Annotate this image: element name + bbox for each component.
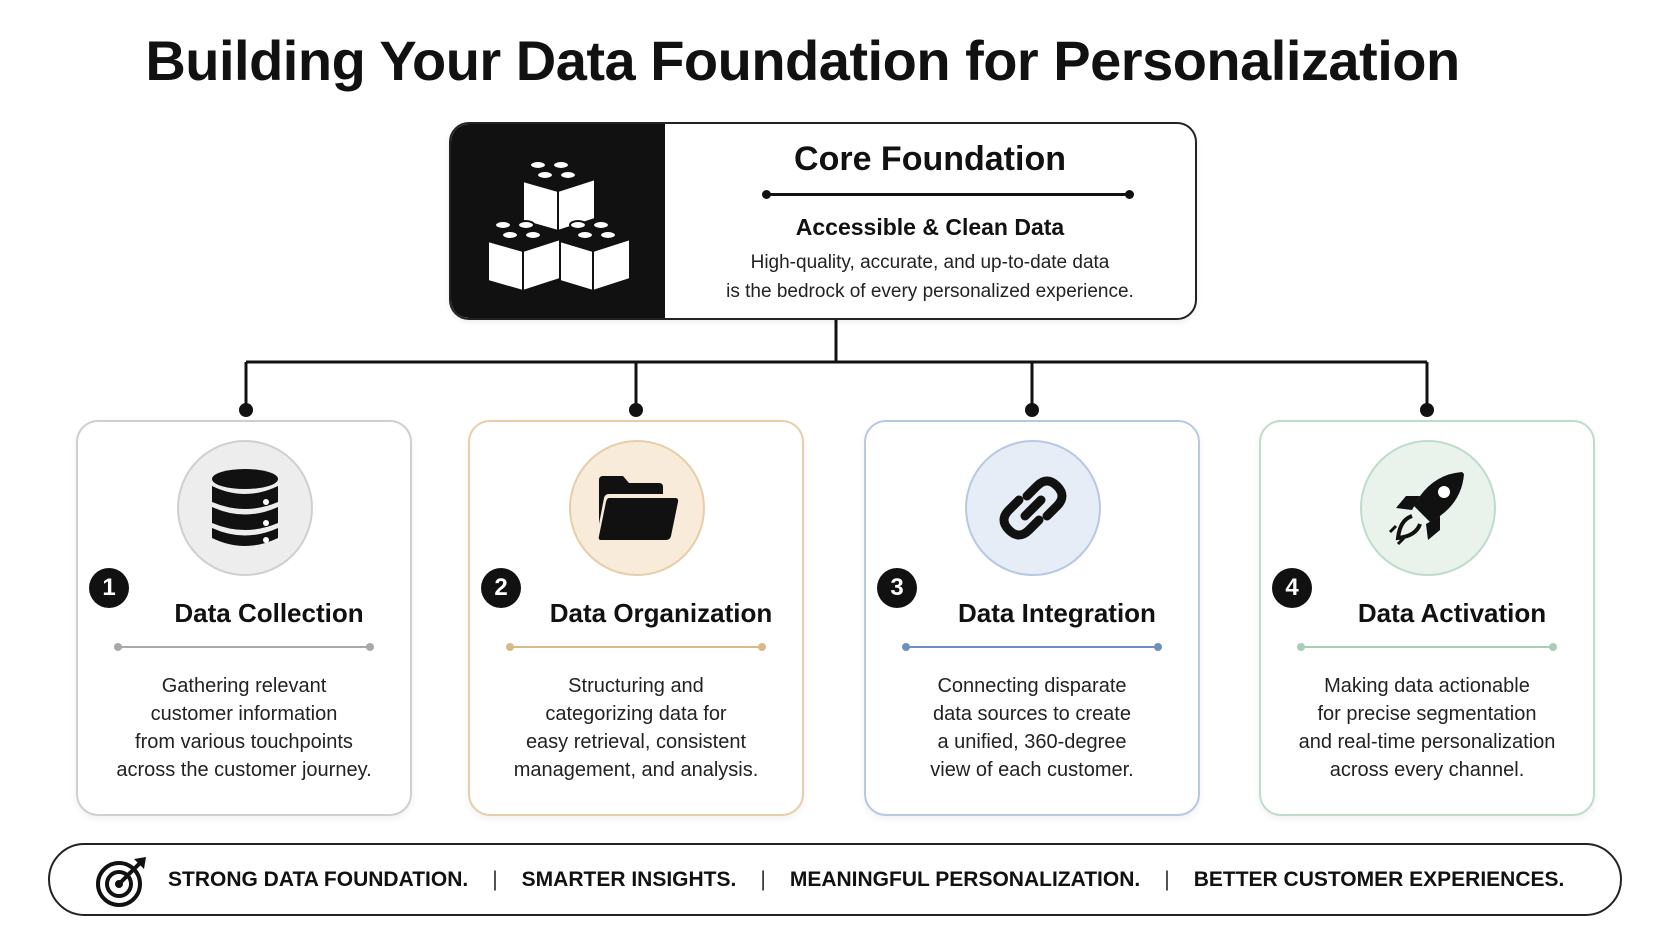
step-number-badge: 1 [89,568,129,608]
rocket-icon [1388,472,1464,546]
icon-circle [1360,440,1496,576]
core-text: Core Foundation Accessible & Clean Data … [665,124,1195,318]
icon-circle [177,440,313,576]
core-description-line: is the bedrock of every personalized exp… [726,281,1134,302]
step-description-line: Structuring and [568,675,704,697]
core-divider [762,190,1134,199]
core-subheading: Accessible & Clean Data [795,214,1065,240]
page-title: Building Your Data Foundation for Person… [145,29,1460,92]
step-description-line: across the customer journey. [116,759,372,781]
step-title: Data Organization [549,598,773,628]
banner-item: SMARTER INSIGHTS. [521,867,737,891]
banner-item: MEANINGFUL PERSONALIZATION. [789,867,1141,891]
step-title: Data Collection [174,598,364,628]
step-description-line: categorizing data for [545,703,727,725]
step-description-line: for precise segmentation [1317,703,1537,725]
step-number-badge: 3 [877,568,917,608]
step-divider [114,643,374,651]
step-divider [902,643,1162,651]
step-description: Making data actionable for precise segme… [1275,672,1579,784]
step-number-badge: 4 [1272,568,1312,608]
core-description: High-quality, accurate, and up-to-date d… [665,248,1195,306]
core-foundation-card: Core Foundation Accessible & Clean Data … [449,122,1197,320]
step-description-line: Making data actionable [1324,675,1530,697]
banner-item: BETTER CUSTOMER EXPERIENCES. [1193,867,1565,891]
banner-separator: | [760,867,766,891]
step-description-line: Connecting disparate [937,675,1127,697]
banner-text: STRONG DATA FOUNDATION. | SMARTER INSIGH… [168,845,1580,914]
step-description-line: across every channel. [1329,759,1525,781]
core-icon-panel [451,124,665,318]
step-title: Data Integration [958,598,1156,628]
step-card-data-activation: 4 Data Activation Making data actionable… [1259,420,1595,816]
step-description-line: data sources to create [933,703,1131,725]
connector-dot [1025,403,1039,417]
step-description-line: from various touchpoints [135,731,353,753]
step-description-line: and real-time personalization [1298,731,1556,753]
database-icon [212,469,278,546]
connector-lines [239,320,1434,417]
step-description-line: Gathering relevant [161,675,327,697]
step-card-data-integration: 3 Data Integration Connecting disparate … [864,420,1200,816]
connector-dot [239,403,253,417]
footer-banner: STRONG DATA FOUNDATION. | SMARTER INSIGH… [48,843,1622,916]
target-icon [96,857,146,907]
banner-separator: | [492,867,498,891]
step-description-line: a unified, 360-degree [937,731,1127,753]
step-description-line: easy retrieval, consistent [525,731,747,753]
step-description: Connecting disparate data sources to cre… [880,672,1184,784]
step-title: Data Activation [1357,598,1547,628]
step-description-line: view of each customer. [930,759,1134,781]
step-number-badge: 2 [481,568,521,608]
banner-item: STRONG DATA FOUNDATION. [168,867,469,891]
banner-separator: | [1164,867,1170,891]
link-icon [999,476,1067,540]
core-description-line: High-quality, accurate, and up-to-date d… [750,252,1110,273]
step-description-line: customer information [150,703,338,725]
building-blocks-icon [487,160,631,291]
connector-dot [629,403,643,417]
icon-circle [965,440,1101,576]
icon-circle [569,440,705,576]
core-heading: Core Foundation [794,140,1066,178]
step-card-data-collection: 1 Data Collection Gathering relevant cus… [76,420,412,816]
step-divider [1297,643,1557,651]
step-description: Structuring and categorizing data for ea… [484,672,788,784]
step-description-line: management, and analysis. [513,759,759,781]
connector-dot [1420,403,1434,417]
step-description: Gathering relevant customer information … [92,672,396,784]
step-card-data-organization: 2 Data Organization Structuring and cate… [468,420,804,816]
step-divider [506,643,766,651]
folder-icon [598,476,679,540]
